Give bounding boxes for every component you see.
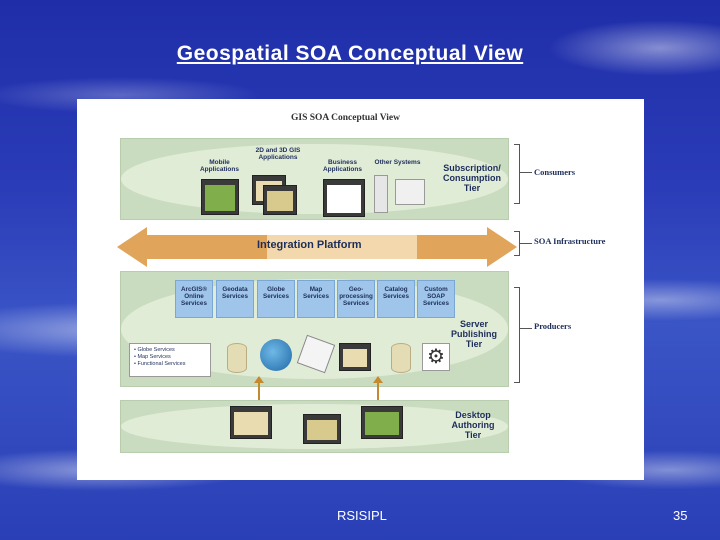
desktop-tier-label: Desktop Authoring Tier: [451, 410, 495, 440]
database-icon: [227, 343, 247, 373]
business-app-window-icon: [323, 179, 365, 217]
gears-icon: ⚙: [422, 343, 450, 371]
page-number: 35: [673, 508, 688, 523]
service-box-geodata: Geodata Services: [216, 280, 254, 318]
mobile-apps-label: Mobile Applications: [199, 159, 239, 173]
consumers-label: Consumers: [534, 167, 576, 177]
soa-diagram: GIS SOA Conceptual View Mobile Applicati…: [77, 99, 644, 480]
business-apps-label: Business Applications: [322, 159, 362, 173]
desktop-window-icon-3: [361, 406, 403, 439]
server-tower-icon: [374, 175, 388, 213]
desktop-window-icon-2: [303, 414, 341, 444]
service-box-map: Map Services: [297, 280, 335, 318]
up-arrow: [254, 376, 264, 402]
server-tier-label: Server Publishing Tier: [451, 319, 497, 349]
list-item: • Map Services: [134, 354, 171, 360]
slide-title: Geospatial SOA Conceptual View: [176, 42, 524, 65]
globe-icon: [260, 339, 292, 371]
geoprocessing-window-icon: [339, 343, 371, 371]
server-services-list: • Globe Services • Map Services • Functi…: [129, 343, 211, 377]
soa-infrastructure-label: SOA Infrastructure: [534, 236, 606, 246]
consumer-band: [120, 138, 509, 220]
service-box-arcgis-online: ArcGIS® Online Services: [175, 280, 213, 318]
desktop-window-icon: [230, 406, 272, 439]
consumers-bracket: [514, 144, 520, 204]
list-item: • Functional Services: [134, 361, 186, 367]
diagram-title: GIS SOA Conceptual View: [291, 113, 401, 123]
producers-bracket: [514, 287, 520, 383]
service-box-catalog: Catalog Services: [377, 280, 415, 318]
subscription-tier-label: Subscription/ Consumption Tier: [443, 163, 501, 193]
monitor-icon: [395, 179, 425, 205]
service-box-custom-soap: Custom SOAP Services: [417, 280, 455, 318]
service-box-globe: Globe Services: [257, 280, 295, 318]
mobile-app-window-icon: [201, 179, 239, 215]
gis-app-window-icon-2: [263, 185, 297, 215]
service-box-geoprocessing: Geo- processing Services: [337, 280, 375, 318]
integration-arrow: [117, 227, 517, 267]
catalog-database-icon: [391, 343, 411, 373]
integration-platform-label: Integration Platform: [257, 239, 362, 251]
list-item: • Globe Services: [134, 347, 175, 353]
other-systems-label: Other Systems: [374, 159, 421, 166]
producers-label: Producers: [534, 321, 572, 331]
footer-org: RSISIPL: [337, 508, 387, 523]
up-arrow: [373, 376, 383, 402]
soa-bracket: [514, 231, 520, 256]
gis-apps-label: 2D and 3D GIS Applications: [255, 147, 301, 161]
